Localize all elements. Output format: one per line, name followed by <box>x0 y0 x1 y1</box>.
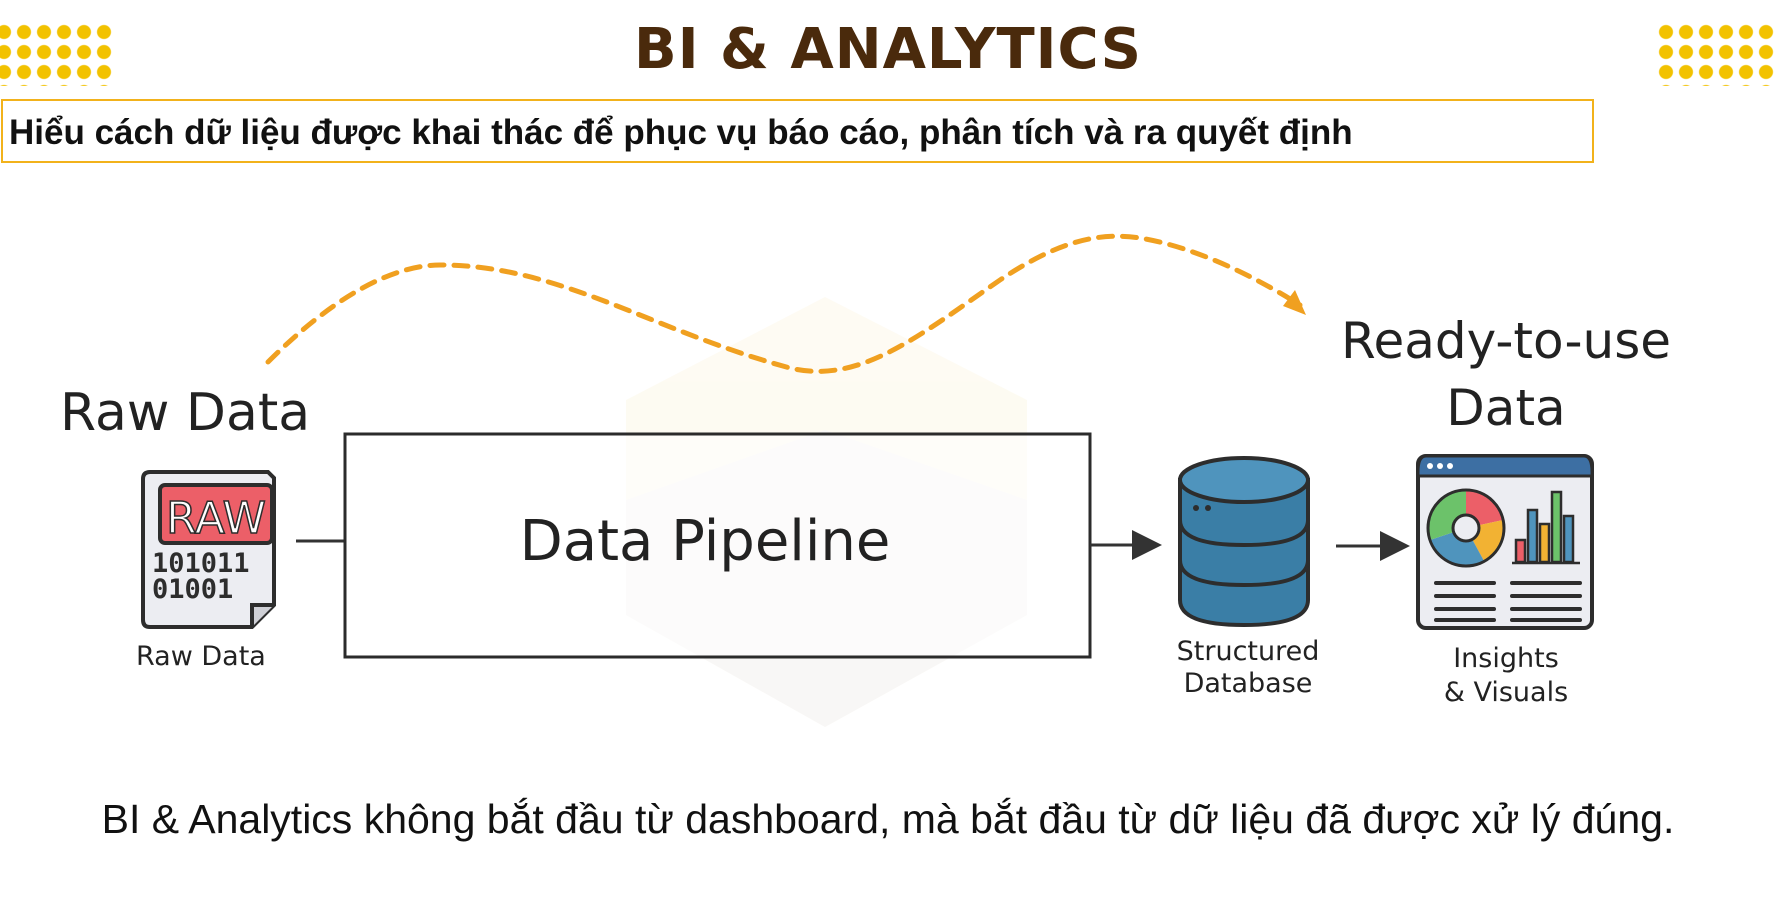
page-title: BI & ANALYTICS <box>634 17 1142 82</box>
insights-caption-line-2: & Visuals <box>1444 677 1568 708</box>
donut-chart-icon <box>1426 488 1506 568</box>
page-subtitle: Hiểu cách dữ liệu được khai thác để phục… <box>9 113 1353 152</box>
dashed-curve-arrow <box>265 233 1303 374</box>
raw-data-heading: Raw Data <box>60 383 310 443</box>
decorative-dots-left <box>0 22 114 86</box>
insights-caption-line-1: Insights <box>1453 643 1559 674</box>
dashboard-icon <box>1416 454 1594 630</box>
bar-chart-icon <box>1512 490 1580 565</box>
raw-binary-line-2: 01001 <box>152 574 233 605</box>
dashed-arrow-head <box>1283 290 1306 315</box>
data-pipeline-label: Data Pipeline <box>520 509 891 574</box>
dashboard-text-lines <box>1434 581 1582 622</box>
raw-file-icon: RAW 101011 01001 <box>141 470 276 629</box>
data-pipeline-box <box>343 432 1092 659</box>
database-icon <box>1178 456 1310 628</box>
data-pipeline-diagram: Raw Data RAW 101011 01001 Raw Data Data … <box>60 233 1671 727</box>
subtitle-box: Hiểu cách dữ liệu được khai thác để phục… <box>1 99 1594 163</box>
ready-data-heading-line-2: Data <box>1446 379 1565 437</box>
raw-data-caption: Raw Data <box>136 641 266 672</box>
footer-caption: BI & Analytics không bắt đầu từ dashboar… <box>101 796 1675 842</box>
decorative-dots-right <box>1656 22 1776 86</box>
ready-data-heading-line-1: Ready-to-use <box>1341 312 1671 370</box>
database-caption-line-1: Structured <box>1177 636 1320 667</box>
raw-binary-line-1: 101011 <box>152 548 250 579</box>
raw-badge: RAW <box>166 493 266 544</box>
database-caption-line-2: Database <box>1184 668 1313 699</box>
